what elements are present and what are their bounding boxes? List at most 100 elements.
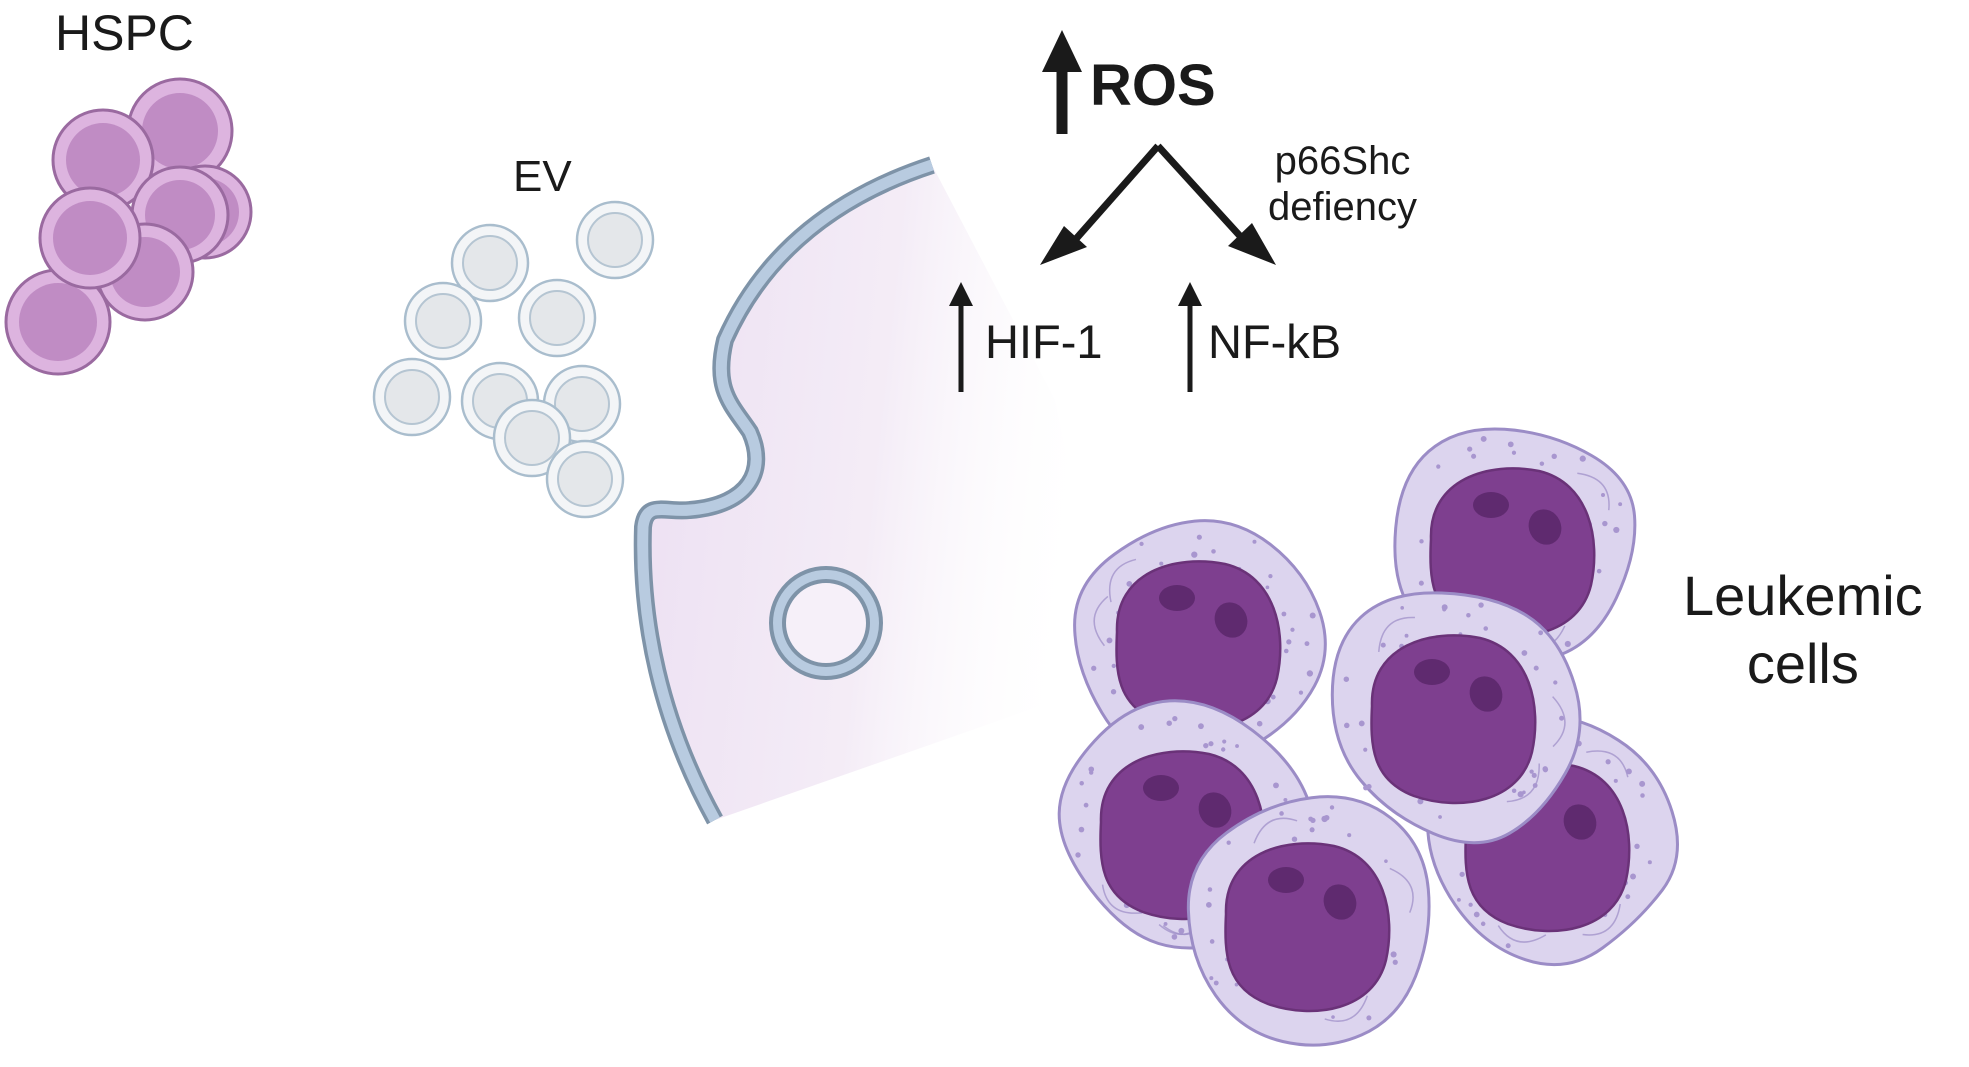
granule [1358,720,1365,727]
ev-vesicle [545,439,625,519]
leukemic-cluster [1057,427,1679,1047]
granule [1634,843,1640,849]
granule [1235,744,1239,748]
nucleolus [1528,509,1562,545]
ev-vesicle [492,398,572,478]
granule [1471,453,1477,459]
granule [1436,464,1441,469]
ev-cluster [372,200,655,519]
nfkb-label: NF-kB [1208,315,1342,368]
granule [1171,934,1178,940]
granule [1209,976,1214,981]
granule [1480,436,1487,442]
granule [1138,724,1145,730]
granule [1529,769,1534,774]
granule [1178,927,1185,934]
granule [1363,785,1369,791]
granule [1286,639,1292,645]
diagonal-arrow-icon [1040,143,1161,265]
leukemic-cells-label: Leukemic cells [1683,562,1923,699]
hspc-cell [4,268,112,376]
granule [1551,453,1557,460]
membrane-fold [1497,925,1547,943]
granule [1075,852,1081,858]
ev-vesicle [517,278,597,358]
nfkb-up-arrow-icon [1178,282,1202,392]
granule [1213,980,1219,986]
granule [1533,665,1539,671]
nucleolus [1268,867,1304,893]
nucleolus [1414,659,1450,685]
granule [1626,768,1632,775]
granule [1139,541,1144,547]
nucleolus [1159,585,1195,611]
membrane-fold [1109,558,1137,603]
hif1-label: HIF-1 [985,315,1103,368]
granule [1198,723,1204,730]
granule [1226,840,1231,845]
granule [1344,722,1350,729]
granule [1639,780,1646,787]
granule [1468,902,1473,907]
p66shc-label-line1: p66Shc [1274,139,1411,183]
granule [1480,921,1486,927]
ros-label: ROS [1090,53,1216,118]
granule [1579,455,1586,462]
nucleus [1370,634,1537,805]
leukemic-cell [1186,795,1431,1047]
granule [1478,602,1484,608]
leukemic-label-line2: cells [1746,632,1859,696]
granule [1329,805,1335,810]
recipient-cell [633,156,1115,825]
granule [1203,742,1209,749]
granule [1438,815,1442,819]
membrane-fold [1101,884,1143,914]
granule [1596,568,1602,574]
granule [1605,759,1611,765]
granule [1363,747,1368,752]
leukemic-cell [1073,519,1327,767]
cytoplasm-region [642,165,1115,820]
granule [1265,585,1270,590]
nucleolus [1563,804,1597,840]
granule [1521,650,1528,656]
granule [1270,694,1276,700]
granule [1234,982,1239,987]
granule [1281,611,1287,617]
granule [1559,715,1565,721]
granule [1290,627,1295,632]
granule [1083,802,1089,808]
hspc-cell [38,186,142,290]
granule [1163,921,1168,926]
ev-vesicle [403,281,483,361]
granule [1196,534,1202,540]
granule [1283,648,1289,654]
granule [1256,720,1263,727]
membrane-fold [1378,616,1415,652]
granule [1111,663,1116,669]
granule [1511,788,1517,794]
granule [1466,613,1471,618]
p66shc-deficiency-label: p66Shc defiency [1268,138,1417,230]
granule [1459,871,1465,877]
granule [1419,539,1424,544]
membrane-fold [1253,817,1298,844]
granule [1091,665,1097,671]
granule [1390,951,1397,958]
granule [1279,811,1284,816]
granule [1172,715,1178,722]
granule [1268,573,1273,579]
granule [1553,680,1558,685]
granule [1507,441,1514,448]
granule [1211,549,1216,554]
granule [1126,580,1133,587]
granule [1404,633,1409,638]
granule [1209,939,1215,944]
internalized-ev [769,566,883,680]
hspc-cell [51,108,155,212]
granule [1384,859,1388,863]
granule [1207,887,1213,892]
granule [1613,526,1620,534]
ros-up-arrow-icon [1042,30,1082,134]
granule [1252,539,1257,544]
